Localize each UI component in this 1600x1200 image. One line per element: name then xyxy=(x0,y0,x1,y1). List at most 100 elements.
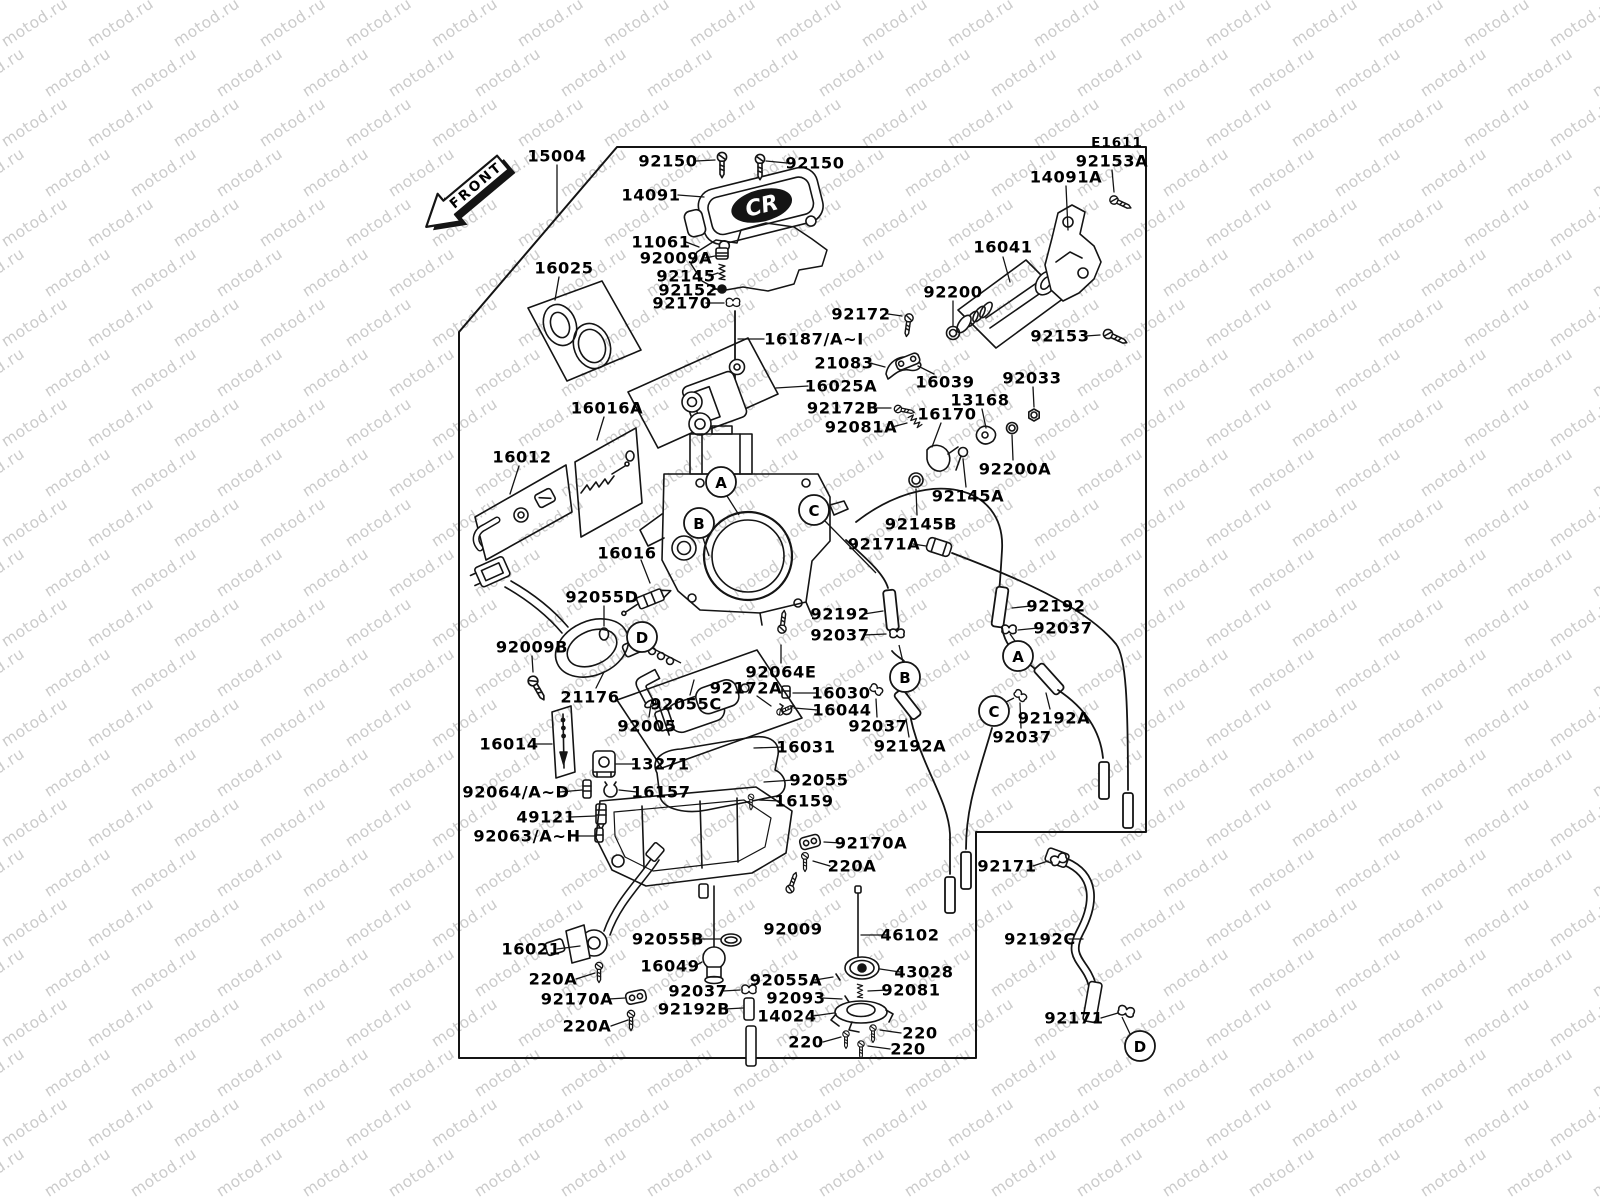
label-92037-41: 92037 xyxy=(810,626,869,645)
screw-220a-left-top xyxy=(594,961,604,984)
spring-92145 xyxy=(718,263,726,281)
leader-line xyxy=(1011,605,1032,609)
label-92171a-28: 92171A xyxy=(848,535,920,554)
clip-16157 xyxy=(603,781,618,798)
leader-line xyxy=(758,799,781,802)
leader-line xyxy=(1111,169,1115,193)
leader-line xyxy=(1100,1012,1119,1019)
leader-line xyxy=(1045,692,1051,710)
link-16039 xyxy=(895,352,921,371)
label-14091-3: 14091 xyxy=(621,186,680,205)
leader-line xyxy=(812,860,831,867)
bolt-92153a xyxy=(1107,193,1134,213)
leader-line xyxy=(863,610,884,615)
callout-leader xyxy=(1121,1016,1132,1037)
label-220-75: 220 xyxy=(788,1033,824,1052)
label-16016a-29: 16016A xyxy=(571,399,643,418)
bolt-92009b xyxy=(525,673,549,704)
leader-line xyxy=(608,997,626,1000)
plug-16030 xyxy=(781,685,791,699)
leader-line xyxy=(704,255,716,259)
leader-line xyxy=(556,945,581,950)
label-92033-24: 92033 xyxy=(1002,369,1061,388)
label-16012-30: 16012 xyxy=(492,448,551,467)
svg-text:B: B xyxy=(899,669,910,687)
label-16041-18: 16041 xyxy=(973,238,1032,257)
label-92192a-45: 92192A xyxy=(874,737,946,756)
label-92171-78: 92171 xyxy=(977,857,1036,876)
leader-line xyxy=(648,703,652,718)
leader-line xyxy=(869,362,886,368)
page-code: E1611 xyxy=(1091,135,1143,151)
leader-line xyxy=(1085,334,1101,337)
callout-d-3: D xyxy=(626,621,658,653)
tube-right-2 xyxy=(1122,792,1134,829)
label-220-77: 220 xyxy=(890,1040,926,1059)
throttle-sensor-21176 xyxy=(469,556,642,678)
label-92152-10: 92152 xyxy=(658,281,717,300)
label-92171-80: 92171 xyxy=(1044,1009,1103,1028)
label-16014-54: 16014 xyxy=(479,735,538,754)
label-16044-40: 16044 xyxy=(812,701,871,720)
tube-92192a-left xyxy=(893,688,922,720)
leader-line xyxy=(559,789,583,793)
pin-92055a xyxy=(835,973,841,981)
screw-92172b xyxy=(892,403,916,417)
leader-line xyxy=(1032,386,1035,408)
fitting-kit-16012 xyxy=(472,464,573,561)
ring-92145b xyxy=(908,472,924,488)
svg-text:C: C xyxy=(808,502,819,520)
jet-92064 xyxy=(582,779,592,799)
label-16170-23: 16170 xyxy=(917,405,976,424)
label-92170a-62: 92170A xyxy=(541,990,613,1009)
leader-line xyxy=(912,543,927,547)
label-16025-6: 16025 xyxy=(534,259,593,278)
tube-92192b-bottom xyxy=(745,1025,757,1067)
callout-a-0: A xyxy=(705,466,737,498)
label-11061-7: 11061 xyxy=(631,233,690,252)
label-220-76: 220 xyxy=(902,1024,938,1043)
screw-220a-mid xyxy=(800,851,810,873)
pilot-parts xyxy=(525,588,796,717)
label-92055a-71: 92055A xyxy=(750,971,822,990)
diaphragm-43028 xyxy=(844,956,880,980)
callout-leader xyxy=(824,520,877,574)
svg-text:C: C xyxy=(988,703,999,721)
label-92064-a-d-56: 92064/A~D xyxy=(462,783,569,802)
clamp-92170a-mid xyxy=(798,833,822,851)
clamp-13168 xyxy=(975,425,997,445)
leader-line xyxy=(595,671,605,689)
clip-92171-bottom xyxy=(1116,1003,1136,1019)
drain-hose-92192c xyxy=(1044,847,1136,1024)
leader-line xyxy=(509,465,520,495)
label-13168-22: 13168 xyxy=(950,391,1009,410)
label-92192-44: 92192 xyxy=(1026,597,1085,616)
label-92172b-16: 92172B xyxy=(807,399,879,418)
label-14024-74: 14024 xyxy=(757,1007,816,1026)
leader-line xyxy=(685,241,700,248)
label-13271-55: 13271 xyxy=(630,755,689,774)
leader-line xyxy=(695,159,716,162)
label-43028-70: 43028 xyxy=(894,963,953,982)
callout-a-5: A xyxy=(1002,640,1034,672)
sensor-connector xyxy=(469,556,511,588)
leader-line xyxy=(887,313,903,317)
valve-16016 xyxy=(621,588,672,617)
svg-text:A: A xyxy=(1012,648,1024,666)
leader-line xyxy=(931,422,942,448)
label-92093-73: 92093 xyxy=(766,989,825,1008)
accel-pump-parts xyxy=(784,870,894,1060)
label-92192a-47: 92192A xyxy=(1018,709,1090,728)
label-16187-a-i-12: 16187/A~I xyxy=(764,330,864,349)
leader-line xyxy=(962,458,967,488)
label-92192c-79: 92192C xyxy=(1004,930,1076,949)
tube-right-1 xyxy=(1098,761,1110,800)
callout-leader xyxy=(898,644,904,663)
label-92037-46: 92037 xyxy=(848,717,907,736)
leader-line xyxy=(753,746,784,749)
leader-line xyxy=(793,707,819,711)
leader-line xyxy=(879,1029,902,1034)
leader-line xyxy=(708,272,719,277)
